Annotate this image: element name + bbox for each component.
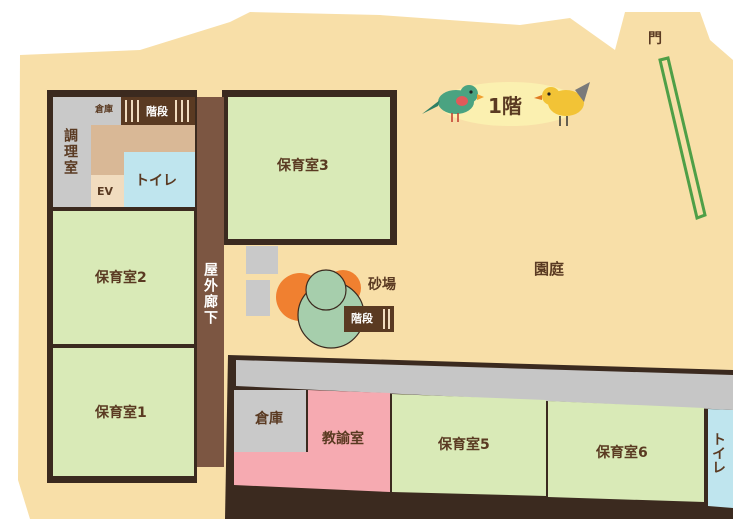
nursery-room-6 [548, 401, 704, 502]
storage-box-2 [246, 280, 270, 316]
sandbox-label: 砂場 [368, 277, 396, 293]
toilet-top-label: トイレ [135, 173, 177, 189]
staff-room-label: 教諭室 [322, 431, 364, 447]
outdoor-corridor [197, 97, 224, 467]
storage-bottom-label: 倉庫 [255, 411, 283, 427]
storage-bottom [234, 390, 306, 452]
nursery-5-label: 保育室5 [438, 437, 490, 453]
nursery-room-1 [53, 348, 194, 476]
bottom-corridor [236, 360, 733, 410]
toilet-bottom-label: トイレ [710, 432, 726, 474]
nursery-room-5 [392, 394, 546, 496]
stairs-mid-label: 階段 [348, 311, 376, 326]
nursery-3-label: 保育室3 [277, 158, 329, 174]
toilet-bottom [708, 409, 733, 508]
elevator [91, 175, 124, 207]
kitchen [53, 97, 91, 207]
elevator-label: EV [97, 185, 114, 198]
nursery-room-3 [228, 97, 390, 239]
nursery-1-label: 保育室1 [95, 405, 147, 421]
garden-label: 園庭 [534, 260, 565, 278]
green-bird-icon [422, 85, 484, 122]
storage-box-1 [246, 246, 278, 274]
stairs-top-label: 階段 [144, 105, 170, 118]
outdoor-corridor-label: 屋外廊下 [202, 262, 218, 326]
yellow-bird-icon [534, 82, 590, 126]
sandbox-tree-green-top [305, 269, 347, 311]
storage-small-label: 倉庫 [95, 105, 114, 115]
nursery-room-2 [53, 211, 194, 344]
toilet-top [124, 152, 195, 207]
staff-room [234, 390, 390, 492]
storage-small [91, 97, 121, 125]
stairs-top-stripes [125, 100, 189, 122]
gate-fence [658, 56, 707, 221]
floor-label: 1階 [488, 94, 522, 118]
kitchen-label: 調理室 [62, 128, 78, 176]
nursery-2-label: 保育室2 [95, 270, 147, 286]
gate-label: 門 [648, 31, 662, 47]
stairs-mid-stripes [383, 309, 390, 329]
nursery-6-label: 保育室6 [596, 445, 648, 461]
